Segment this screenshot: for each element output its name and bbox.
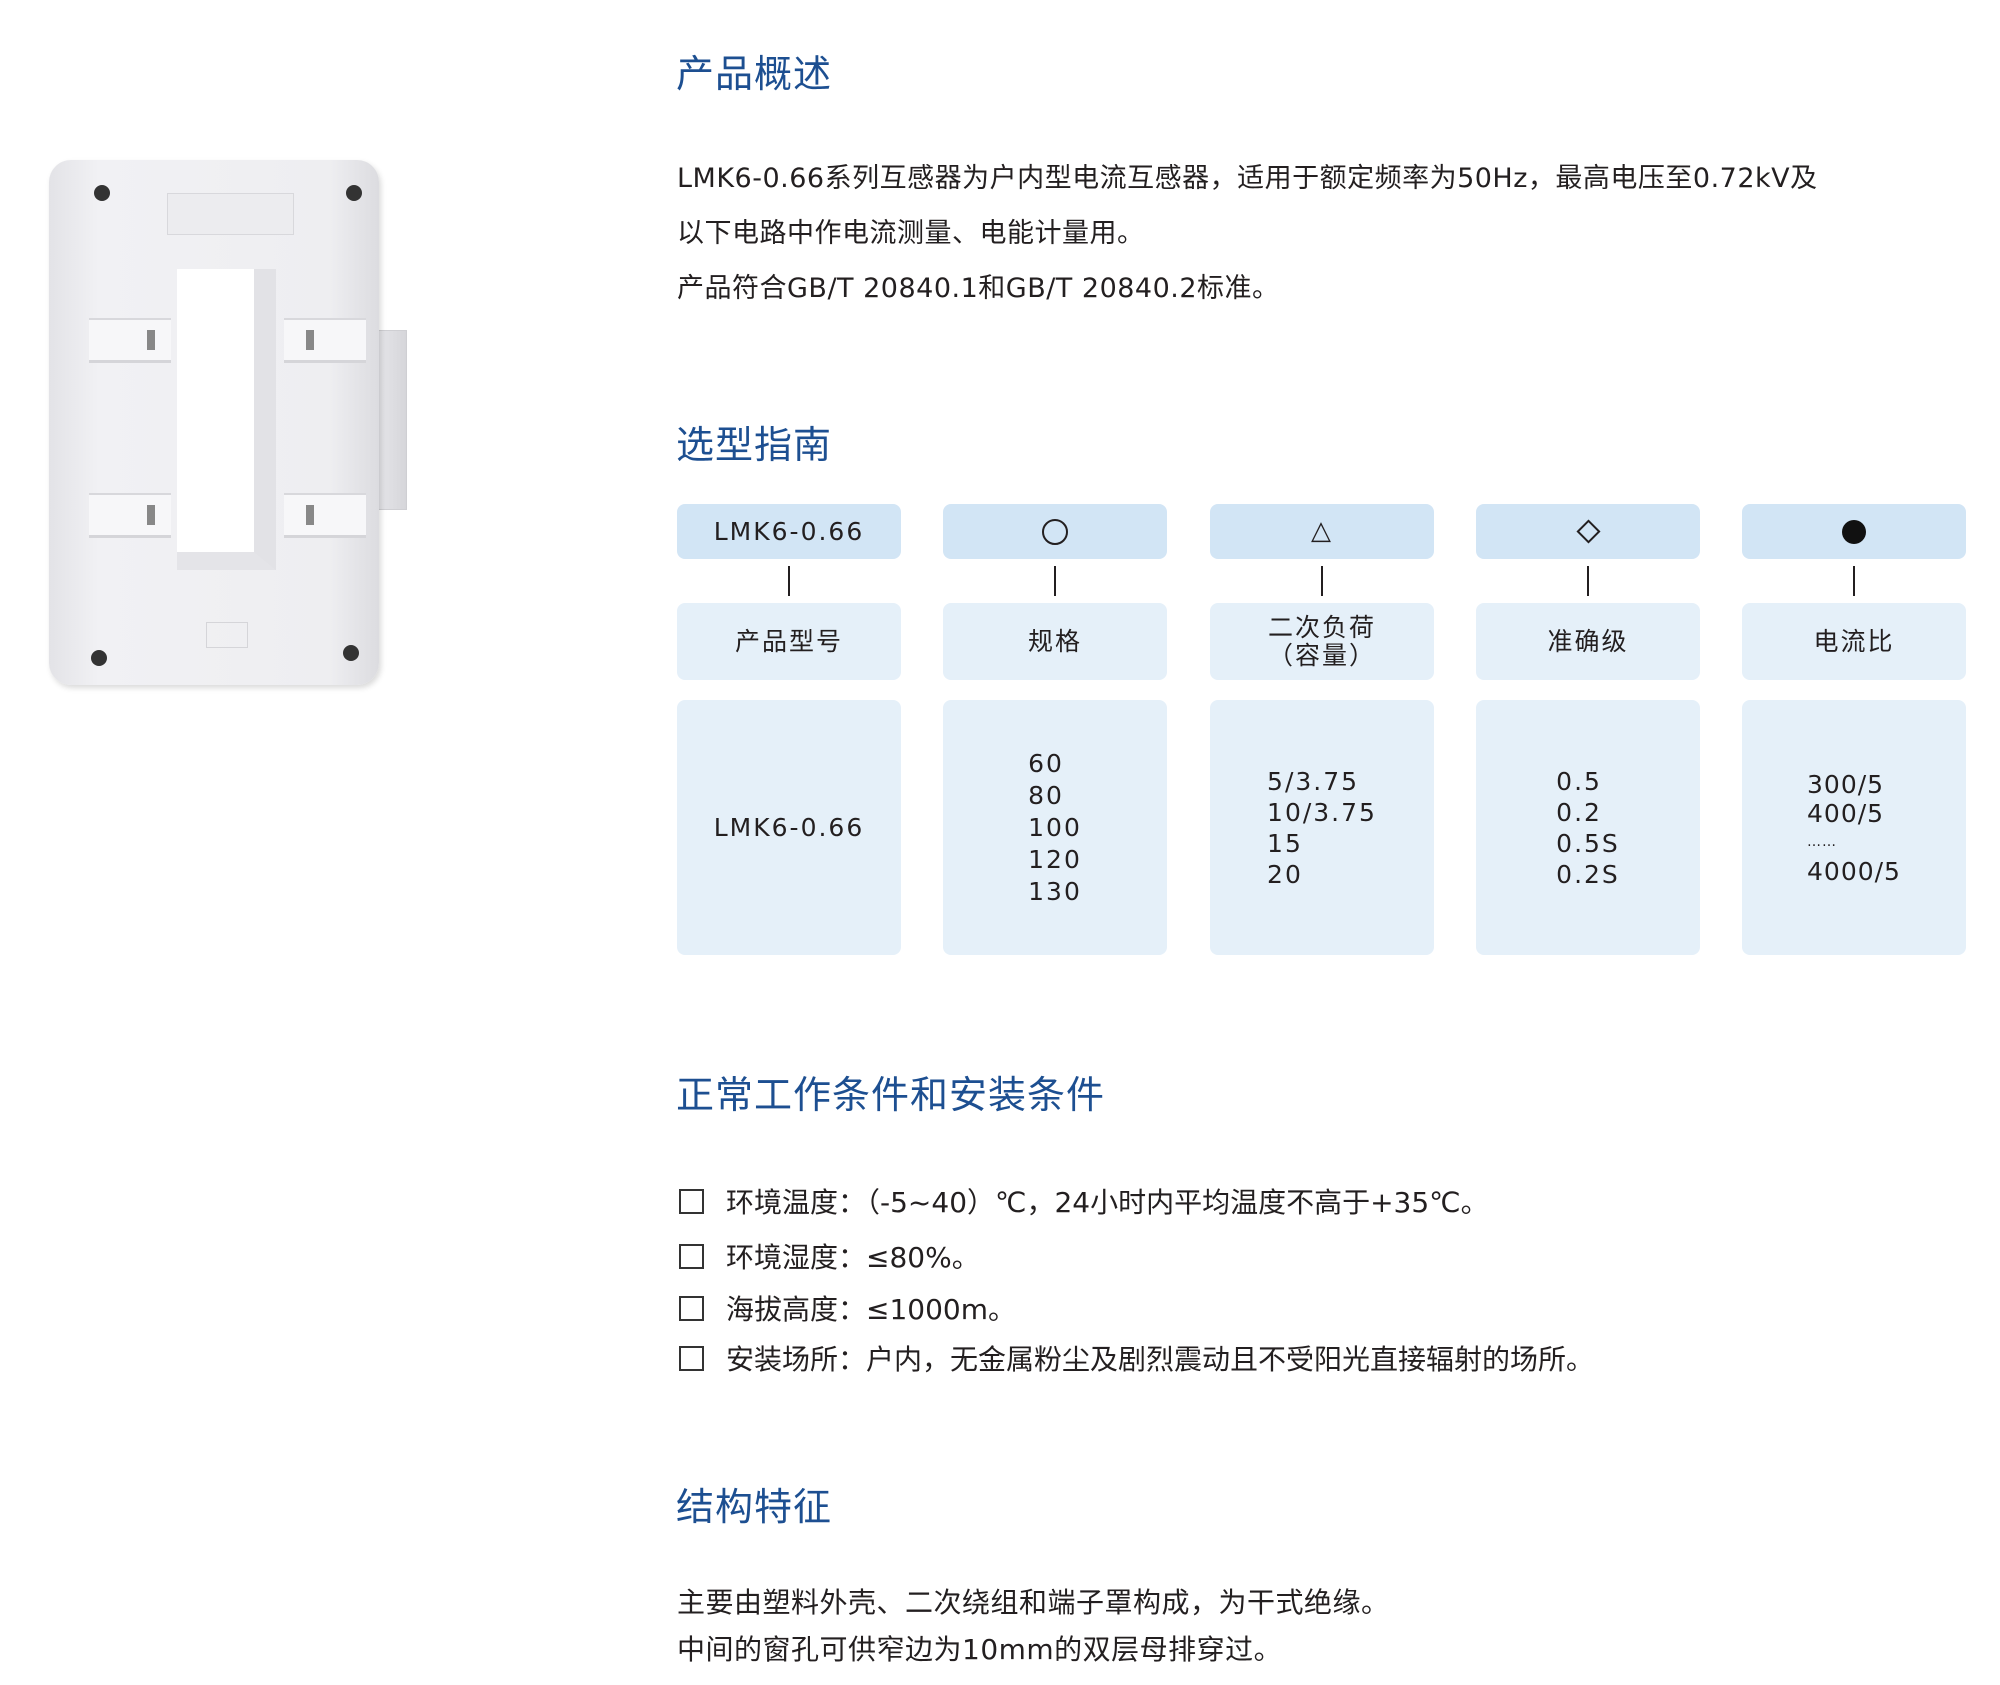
triangle-icon: △	[1311, 516, 1333, 547]
section-title-structure: 结构特征	[676, 1485, 833, 1529]
condition-text: 安装场所：户内，无金属粉尘及剧烈震动且不受阳光直接辐射的场所。	[726, 1343, 1595, 1376]
checkbox-icon	[679, 1295, 704, 1321]
column-label: 二次负荷	[1267, 613, 1376, 642]
values-box: LMK6-0.66	[677, 700, 901, 955]
checkbox-icon	[679, 1345, 704, 1371]
value: 0.5	[1556, 766, 1602, 796]
circle-icon	[1042, 518, 1068, 545]
value: 130	[1028, 876, 1082, 906]
value: 0.5S	[1556, 828, 1620, 858]
connector-line	[1054, 566, 1056, 596]
checkbox-icon	[679, 1243, 704, 1269]
screw-icon	[343, 645, 359, 661]
structure-line: 中间的窗孔可供窄边为10mm的双层母排穿过。	[677, 1633, 1283, 1666]
value: 4000/5	[1807, 856, 1901, 886]
value: 400/5	[1807, 798, 1885, 828]
value: 0.2S	[1556, 859, 1620, 889]
value: 15	[1267, 828, 1303, 858]
condition-item: 环境温度：（-5~40）℃，24小时内平均温度不高于+35℃。	[679, 1181, 1489, 1221]
code-box-model: LMK6-0.66	[677, 504, 901, 559]
column-label-sub: （容量）	[1267, 640, 1376, 670]
value: 300/5	[1807, 769, 1885, 799]
values-box: 0.5 0.2 0.5S 0.2S	[1476, 700, 1700, 955]
value: LMK6-0.66	[713, 812, 865, 842]
nameplate	[167, 193, 294, 235]
screw-icon	[91, 650, 107, 666]
section-title-overview: 产品概述	[676, 52, 833, 96]
connector-line	[1853, 566, 1855, 596]
diamond-icon	[1575, 519, 1601, 544]
screw-icon	[346, 185, 362, 201]
value: 100	[1028, 812, 1082, 842]
condition-item: 安装场所：户内，无金属粉尘及剧烈震动且不受阳光直接辐射的场所。	[679, 1338, 1594, 1378]
condition-text: 环境温度：（-5~40）℃，24小时内平均温度不高于+35℃。	[726, 1186, 1489, 1219]
column-label: 规格	[1027, 626, 1082, 656]
screw-icon	[94, 185, 110, 201]
mounting-clip	[284, 318, 366, 363]
label-box: 产品型号	[677, 603, 901, 680]
model-code: LMK6-0.66	[713, 516, 865, 546]
condition-item: 海拔高度：≤1000m。	[679, 1288, 1016, 1328]
condition-text: 海拔高度：≤1000m。	[726, 1293, 1016, 1326]
code-box-accuracy	[1476, 504, 1700, 559]
code-box-ratio	[1742, 504, 1966, 559]
value: 5/3.75	[1267, 766, 1360, 796]
column-label: 电流比	[1813, 626, 1895, 656]
checkbox-icon	[679, 1188, 704, 1214]
connector-line	[788, 566, 790, 596]
product-image	[0, 0, 450, 720]
value: ……	[1807, 833, 1838, 850]
overview-line: 产品符合GB/T 20840.1和GB/T 20840.2标准。	[677, 273, 1280, 304]
code-box-spec	[943, 504, 1167, 559]
code-box-burden: △	[1210, 504, 1434, 559]
connector-line	[1587, 566, 1589, 596]
values-box: 5/3.75 10/3.75 15 20	[1210, 700, 1434, 955]
overview-line: 以下电路中作电流测量、电能计量用。	[677, 218, 1145, 249]
column-label: 准确级	[1547, 626, 1629, 656]
value: 80	[1028, 780, 1064, 810]
structure-line: 主要由塑料外壳、二次绕组和端子罩构成，为干式绝缘。	[677, 1586, 1390, 1619]
label-box: 二次负荷 （容量）	[1210, 603, 1434, 680]
overview-line: LMK6-0.66系列互感器为户内型电流互感器，适用于额定频率为50Hz，最高电…	[677, 163, 1818, 194]
label-box: 规格	[943, 603, 1167, 680]
section-title-selection: 选型指南	[676, 423, 833, 467]
mounting-clip	[89, 318, 171, 363]
values-box: 300/5 400/5 …… 4000/5	[1742, 700, 1966, 955]
value: 0.2	[1556, 797, 1602, 827]
mold-mark	[206, 622, 248, 648]
column-label: 产品型号	[734, 626, 843, 656]
value: 120	[1028, 844, 1082, 874]
condition-item: 环境湿度：≤80%。	[679, 1236, 980, 1276]
label-box: 准确级	[1476, 603, 1700, 680]
label-box: 电流比	[1742, 603, 1966, 680]
values-box: 60 80 100 120 130	[943, 700, 1167, 955]
busbar-window	[177, 269, 276, 570]
section-title-conditions: 正常工作条件和安装条件	[676, 1073, 1106, 1117]
connector-line	[1321, 566, 1323, 596]
mounting-clip	[89, 493, 171, 538]
value: 10/3.75	[1267, 797, 1377, 827]
value: 60	[1028, 748, 1064, 778]
condition-text: 环境湿度：≤80%。	[726, 1241, 980, 1274]
value: 20	[1267, 859, 1303, 889]
mounting-clip	[284, 493, 366, 538]
dot-icon	[1842, 519, 1866, 544]
